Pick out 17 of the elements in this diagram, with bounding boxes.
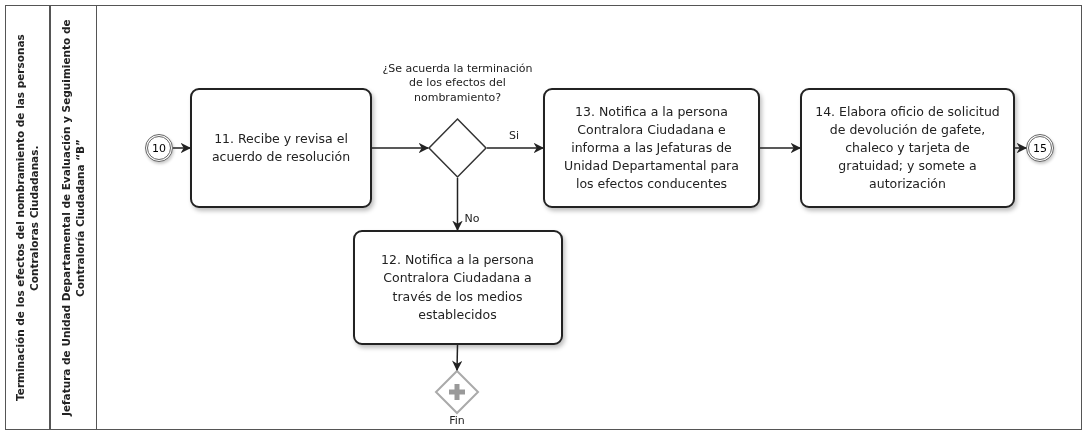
decision-question: ¿Se acuerda la terminación de los efectos del nombramiento? <box>382 62 533 105</box>
end-label: Fin <box>448 414 466 429</box>
sequence-arrow <box>172 142 192 154</box>
intermediate-event-circle: 15 <box>1026 134 1054 162</box>
task-box: 11. Recibe y revisa el acuerdo de resolución <box>190 88 372 208</box>
sequence-arrow <box>452 177 463 232</box>
sequence-arrow <box>451 344 463 372</box>
sequence-arrow <box>759 142 802 154</box>
sequence-arrow <box>486 142 545 154</box>
sequence-arrow <box>1014 142 1028 154</box>
task-box: 14. Elabora oficio de solicitud de devolución de gafete, chaleco y tarjeta de gratuidad; y somete a autorización <box>800 88 1015 208</box>
intermediate-event-circle: 10 <box>145 134 173 162</box>
task-box: 13. Notifica a la persona Contralora Ciudadana e informa a las Jefaturas de Unidad Departamental para los efectos conducentes <box>543 88 760 208</box>
task-box: 12. Notifica a la persona Contralora Ciudadana a través de los medios establecidos <box>352 230 563 345</box>
sequence-arrow <box>371 142 430 154</box>
pool-title: Terminación de los efectos del nombramiento de las personas Contraloras Ciudadanas. <box>12 33 41 403</box>
lane-title: Jefatura de Unidad Departamental de Evaluación y Seguimiento de Contraloría Ciudadana “B” <box>58 18 87 419</box>
